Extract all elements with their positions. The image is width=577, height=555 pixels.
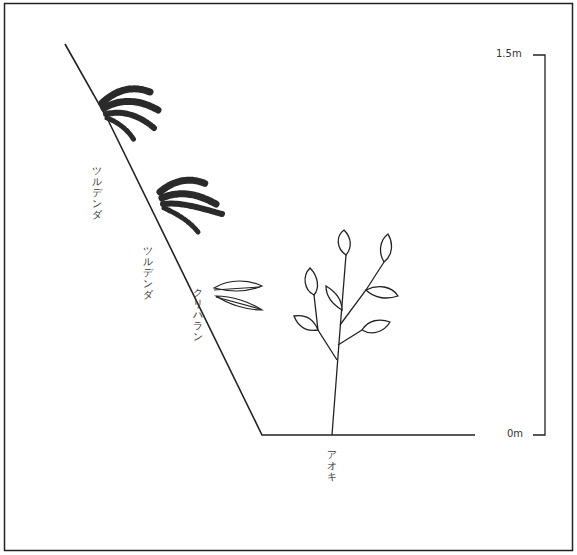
plant-name: アオキ xyxy=(327,449,337,482)
plant-name: ツルデンダ xyxy=(92,165,102,220)
slope-line xyxy=(65,44,475,435)
fern-lower xyxy=(160,180,222,232)
plant-name: ツルデンダ xyxy=(143,245,153,300)
scale-label: 0m xyxy=(507,428,523,439)
kurihara-leaves xyxy=(214,281,262,310)
frame xyxy=(5,4,573,551)
scale-label: 1.5m xyxy=(496,48,522,59)
aoki-shrub xyxy=(294,230,398,435)
scale-bar xyxy=(533,55,545,435)
fern-upper xyxy=(102,89,158,140)
plant-name: クリハラン xyxy=(193,287,203,342)
